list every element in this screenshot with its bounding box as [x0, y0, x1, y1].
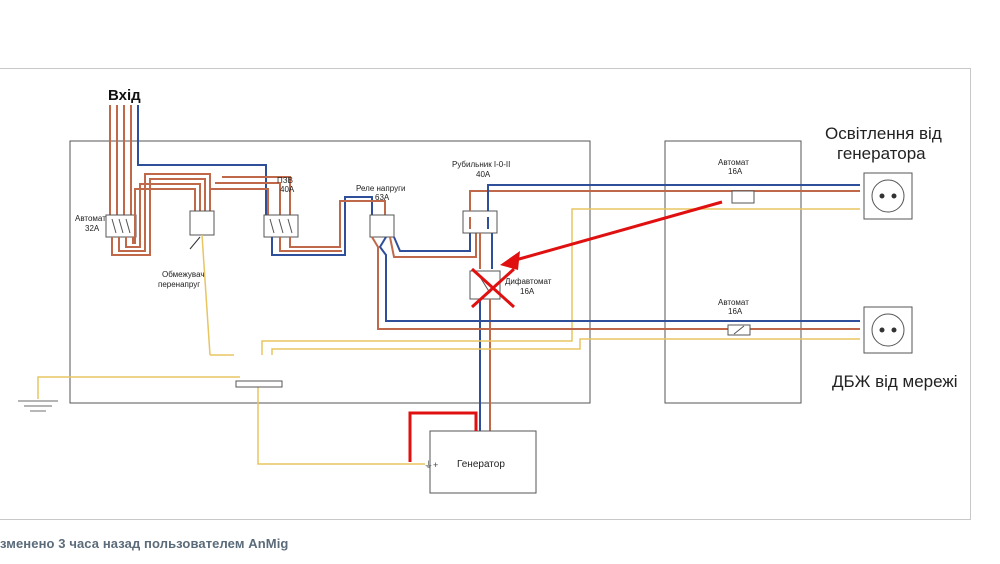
- main-panel-box: [69, 140, 591, 404]
- wiring-diagram: Вхід Автомат 32A Обмежувач перенапруг ПЗ…: [18, 87, 958, 494]
- socket-gen-label-2: генератора: [837, 144, 926, 163]
- diff-breaker-label: Дифавтомат: [505, 277, 552, 286]
- breaker-gen-label: Автомат: [718, 158, 749, 167]
- edit-note: зменено 3 часа назад пользователем AnMig: [0, 536, 289, 551]
- red-arrow-head-icon: [500, 251, 520, 270]
- voltage-relay-label: Реле напруги: [356, 184, 405, 193]
- input-cables: [109, 105, 267, 217]
- breaker-ups-label: Автомат: [718, 298, 749, 307]
- ground-symbol: [18, 400, 58, 412]
- input-label: Вхід: [108, 87, 141, 104]
- rcd-rating: 40A: [280, 185, 295, 194]
- voltage-relay-rating: 63A: [375, 193, 390, 202]
- changeover-switch: [462, 210, 498, 234]
- surge-limiter-sub: перенапруг: [158, 280, 200, 289]
- switch-rating: 40A: [476, 170, 491, 179]
- ground-wiring: [37, 208, 860, 465]
- diff-breaker-rating: 16A: [520, 287, 535, 296]
- generator-label: Генератор: [457, 459, 505, 470]
- socket-gen: [863, 172, 913, 220]
- socket-ups-label: ДБЖ від мережі: [832, 372, 958, 391]
- ground-bus: [235, 380, 283, 388]
- main-breaker-rating: 32A: [85, 224, 100, 233]
- ground-terminal-icon: ⏚+: [424, 460, 438, 470]
- main-breaker-loops: [111, 173, 291, 256]
- rcd-label: ПЗВ: [277, 176, 293, 185]
- generator-box: [429, 430, 537, 494]
- socket-ups: [863, 306, 913, 354]
- breaker-gen: [731, 190, 755, 204]
- voltage-relay: [369, 214, 395, 238]
- socket-gen-label-1: Освітлення від: [825, 124, 942, 143]
- switch-label: Рубильник I-0-II: [452, 160, 510, 169]
- surge-limiter-label: Обмежувач: [162, 270, 205, 279]
- red-annotation: [408, 200, 723, 462]
- surge-limiter: [189, 210, 215, 236]
- main-breaker-label: Автомат: [75, 214, 106, 223]
- secondary-panel-box: [664, 140, 802, 404]
- breaker-gen-rating: 16A: [728, 167, 743, 176]
- diagram-frame: Вхід Автомат 32A Обмежувач перенапруг ПЗ…: [0, 68, 971, 520]
- breaker-ups-rating: 16A: [728, 307, 743, 316]
